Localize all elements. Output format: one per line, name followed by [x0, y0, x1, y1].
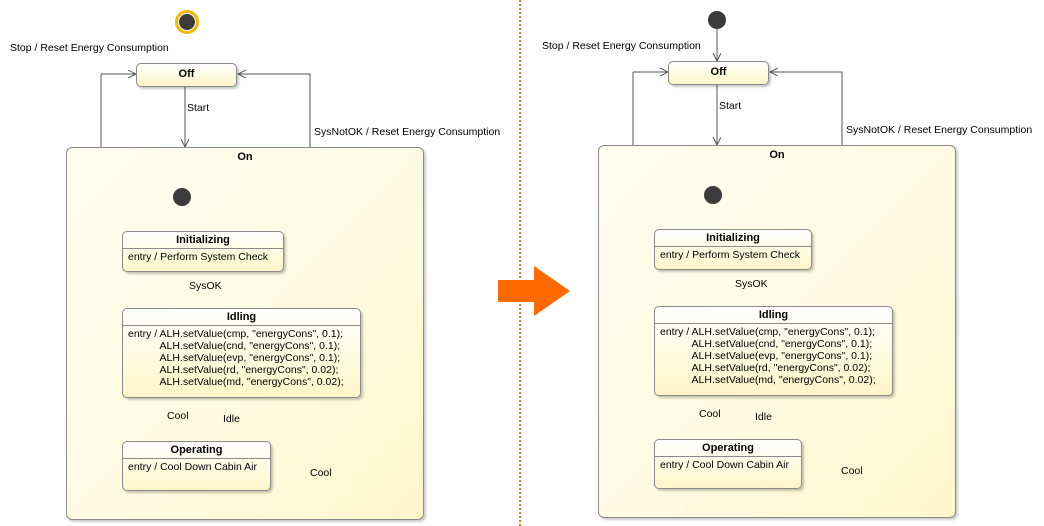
state-operating-entry: entry / Cool Down Cabin Air — [128, 461, 257, 473]
sysnotok-label: SysNotOK / Reset Energy Consumption — [314, 126, 501, 138]
initial-pseudostate-icon — [704, 186, 722, 204]
state-idling-name: Idling — [226, 311, 257, 323]
state-initializing-entry: entry / Perform System Check — [660, 249, 801, 261]
sysnotok-label: SysNotOK / Reset Energy Consumption — [846, 124, 1033, 136]
state-initializing[interactable]: Initializing entry / Perform System Chec… — [654, 229, 812, 270]
cool-self-label: Cool — [310, 467, 332, 479]
start-label: Start — [187, 102, 210, 114]
sysok-label: SysOK — [189, 280, 222, 292]
state-off-name: Off — [178, 68, 195, 80]
state-diagram-before: Stop / Reset Energy Consumption Off Star… — [0, 0, 520, 526]
state-initializing-name: Initializing — [176, 234, 230, 246]
initial-pseudostate-icon[interactable] — [708, 11, 726, 29]
state-off[interactable]: Off — [668, 61, 769, 85]
stop-reset-label: Stop / Reset Energy Consumption — [10, 42, 169, 54]
state-operating[interactable]: Operating entry / Cool Down Cabin Air — [122, 441, 271, 491]
state-operating[interactable]: Operating entry / Cool Down Cabin Air — [654, 439, 802, 489]
state-idling-name: Idling — [758, 309, 789, 321]
state-idling-entry: entry / ALH.setValue(cmp, "energyCons", … — [128, 328, 344, 388]
state-operating-entry: entry / Cool Down Cabin Air — [660, 459, 789, 471]
cool-label: Cool — [699, 408, 721, 420]
state-operating-name: Operating — [702, 442, 754, 454]
state-on-name: On — [237, 151, 253, 163]
state-initializing-entry: entry / Perform System Check — [128, 251, 269, 263]
right-arrow-icon — [498, 266, 570, 316]
state-off[interactable]: Off — [136, 63, 237, 87]
state-operating-name: Operating — [170, 444, 223, 456]
idle-label: Idle — [755, 411, 772, 423]
state-idling[interactable]: Idling entry / ALH.setValue(cmp, "energy… — [122, 308, 361, 398]
start-label: Start — [719, 100, 742, 112]
state-diagram-after: Stop / Reset Energy Consumption Off Star… — [532, 0, 1044, 526]
panel-divider — [519, 0, 521, 526]
sysok-label: SysOK — [735, 278, 768, 290]
state-initializing-name: Initializing — [706, 232, 760, 244]
state-idling[interactable]: Idling entry / ALH.setValue(cmp, "energy… — [654, 306, 893, 396]
cool-self-label: Cool — [841, 465, 863, 477]
initial-pseudostate-icon[interactable] — [175, 10, 199, 34]
stop-reset-label: Stop / Reset Energy Consumption — [542, 40, 701, 52]
initial-pseudostate-icon — [173, 188, 191, 206]
state-idling-entry: entry / ALH.setValue(cmp, "energyCons", … — [660, 326, 876, 386]
idle-label: Idle — [223, 413, 240, 425]
state-on-name: On — [769, 149, 785, 161]
state-initializing[interactable]: Initializing entry / Perform System Chec… — [122, 231, 284, 272]
cool-label: Cool — [167, 410, 189, 422]
state-off-name: Off — [710, 66, 727, 78]
